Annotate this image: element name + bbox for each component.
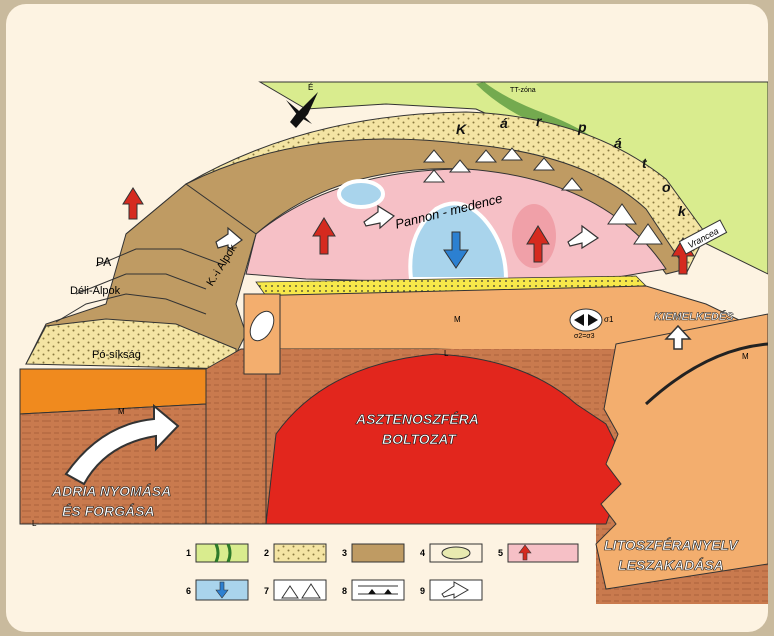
subsidence-blue-arrow-icon xyxy=(196,580,248,600)
blue-lens xyxy=(339,181,383,207)
legend-num-7: 7 xyxy=(264,586,269,596)
sediment-dots-icon xyxy=(274,544,326,562)
deli-alpok-label: Déli-Alpok xyxy=(70,285,121,297)
aszteno-line-2: BOLTOZAT xyxy=(382,431,457,447)
moho-label-right: M xyxy=(742,352,749,361)
kiemelkedes-label: KIEMELKEDÉS xyxy=(654,310,734,323)
lito-line-1: LITOSZFÉRANYELV xyxy=(604,537,739,553)
legend-num-5: 5 xyxy=(498,548,503,558)
legend-num-2: 2 xyxy=(264,548,269,558)
legend-num-9: 9 xyxy=(420,586,425,596)
aszteno-line-1: ASZTENOSZFÉRA xyxy=(355,411,479,427)
karpatok-letter-4: p xyxy=(577,119,587,135)
front-block-side xyxy=(206,349,266,524)
legend-num-1: 1 xyxy=(186,548,191,558)
litho-label-center: L xyxy=(444,349,449,358)
tt-zone-label: TT-zóna xyxy=(510,87,536,94)
volcano-icon xyxy=(274,580,326,600)
adria-line-2: ÉS FORGÁSA xyxy=(62,503,155,519)
lito-line-2: LESZAKADÁSA xyxy=(618,557,724,573)
uplift-red-arrow-icon xyxy=(508,544,578,562)
sigma23-label: σ2=σ3 xyxy=(574,333,595,340)
karpatok-letter-5: á xyxy=(614,135,622,151)
thrust-fault-icon xyxy=(352,580,404,600)
legend-num-8: 8 xyxy=(342,586,347,596)
compass-e-label: É xyxy=(308,83,313,92)
diagram-frame: Vrancea É TT-zóna K á r p á t o k Pannon… xyxy=(6,4,768,632)
sigma1-label: σ1 xyxy=(604,315,614,324)
moho-label-center: M xyxy=(454,315,461,324)
legend-num-3: 3 xyxy=(342,548,347,558)
litho-label-left: L xyxy=(32,519,37,528)
compression-ellipse-icon xyxy=(430,544,482,562)
movement-arrow-icon xyxy=(430,580,482,600)
karpatok-letter-1: K xyxy=(456,121,467,137)
geology-block-diagram: Vrancea É TT-zóna K á r p á t o k Pannon… xyxy=(6,4,768,632)
uplift-arrow-nw xyxy=(123,188,143,219)
legend: 1 2 3 4 5 6 7 8 xyxy=(186,544,578,600)
pa-label: PA xyxy=(96,255,111,269)
moho-label-left: M xyxy=(118,407,125,416)
carpathian-flysch-icon xyxy=(196,544,248,562)
mountain-fill-icon xyxy=(352,544,404,562)
legend-num-4: 4 xyxy=(420,548,425,558)
legend-num-6: 6 xyxy=(186,586,191,596)
adria-line-1: ADRIA NYOMÁSA xyxy=(51,483,171,499)
karpatok-letter-2: á xyxy=(500,115,508,131)
po-siksag-label: Pó-síkság xyxy=(92,349,141,361)
karpatok-letter-8: k xyxy=(678,203,687,219)
karpatok-letter-7: o xyxy=(662,179,671,195)
